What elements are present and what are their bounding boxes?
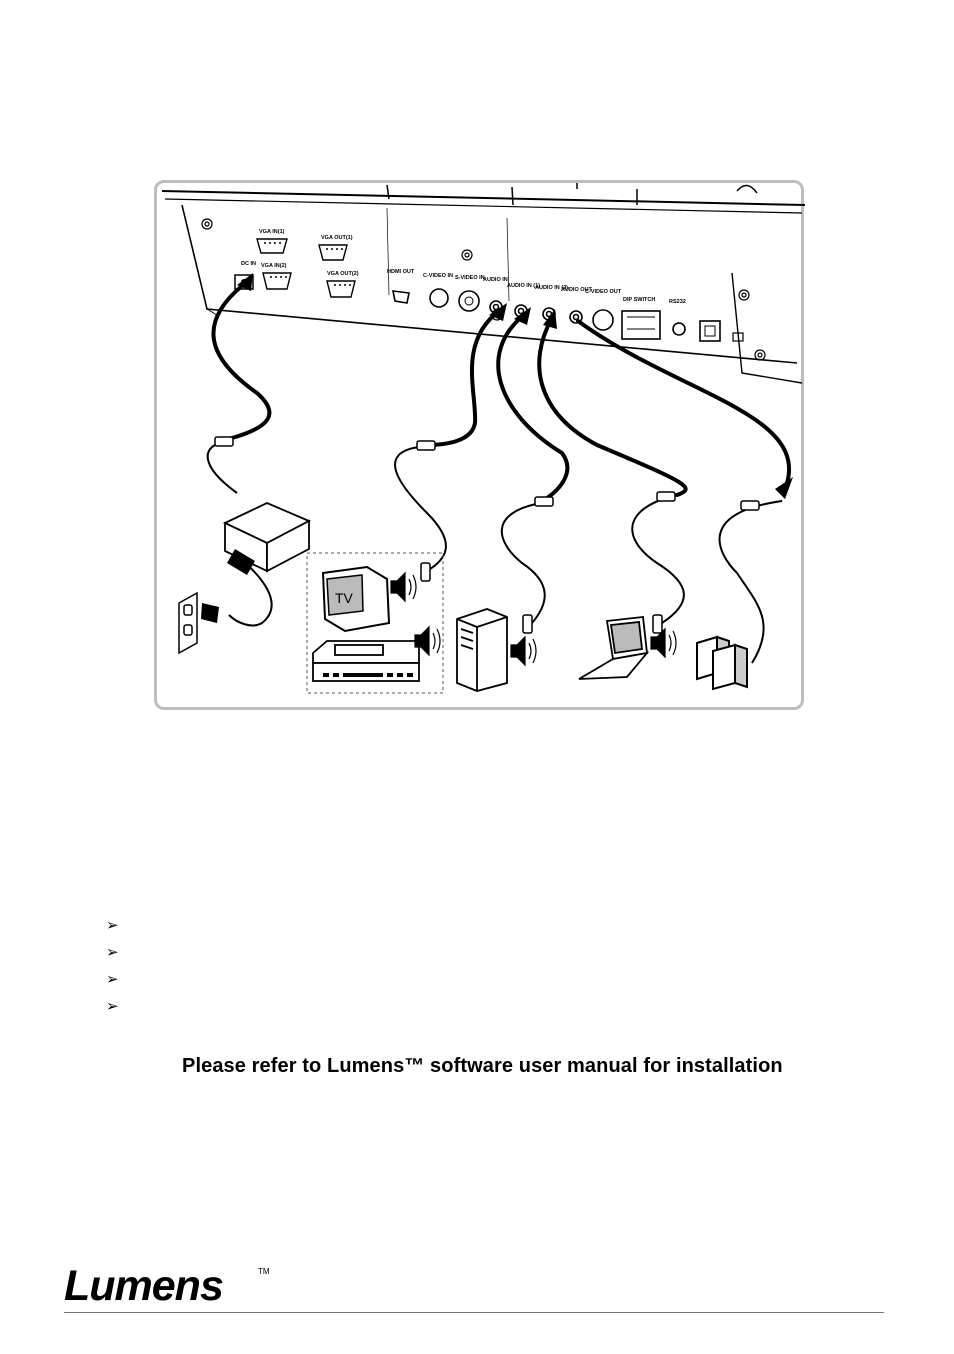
lumens-logo-mark: Lumens TM [64, 1262, 270, 1310]
cable-audio-in-1 [496, 313, 570, 503]
logo-text: Lumens [64, 1262, 223, 1306]
label-hdmi-out: HDMI OUT [387, 269, 415, 275]
label-s-video-in: S-VIDEO IN [455, 275, 485, 281]
cable-audio-in-2 [537, 316, 688, 497]
vcr-icon [312, 640, 420, 682]
cable-audio-in [425, 309, 501, 447]
label-audio-in-2: AUDIO IN (2) [535, 285, 568, 291]
arrowhead-audio-in [489, 303, 507, 321]
laptop-icon [578, 616, 650, 680]
label-vga-in-1: VGA IN(1) [259, 229, 285, 235]
label-c-video-in: C-VIDEO IN [423, 273, 453, 279]
speaker-sound-icon [390, 571, 677, 667]
label-vga-out-2: VGA OUT(2) [327, 271, 359, 277]
arrowhead-audio-in-2 [543, 309, 557, 329]
speakers-icon [696, 635, 748, 691]
label-c-video-out: C-VIDEO OUT [585, 289, 622, 295]
cable-audio-out [576, 319, 791, 485]
lumens-logo: Lumens TM [62, 1262, 282, 1310]
cable-power [211, 283, 272, 440]
label-vga-in-2: VGA IN(2) [261, 263, 287, 269]
arrowhead-dc-in [237, 273, 253, 291]
label-audio-in: AUDIO IN [483, 277, 508, 283]
bullet-marker: ➢ [106, 998, 119, 1015]
desktop-pc-icon [456, 608, 508, 692]
tv-icon: TV [321, 565, 391, 633]
bullet-marker: ➢ [106, 917, 119, 934]
label-rs232: RS232 [669, 299, 686, 305]
tv-label: TV [335, 590, 354, 606]
label-vga-out-1: VGA OUT(1) [321, 235, 353, 241]
bullet-marker: ➢ [106, 944, 119, 961]
logo-trademark: TM [258, 1267, 270, 1276]
connection-diagram-drawing: DC IN VGA IN(1) VGA OUT(1) VGA IN(2) VGA… [161, 183, 806, 694]
arrowhead-audio-in-1 [514, 307, 531, 325]
arrowhead-speakers [775, 477, 793, 499]
connection-diagram: DC IN VGA IN(1) VGA OUT(1) VGA IN(2) VGA… [154, 180, 806, 710]
footer-divider [64, 1312, 884, 1313]
bullet-marker: ➢ [106, 971, 119, 988]
label-audio-out: AUDIO OUT [561, 287, 593, 293]
label-dip-switch: DIP SWITCH [623, 297, 655, 303]
wall-outlet-icon [178, 591, 198, 655]
power-adapter-icon [222, 502, 312, 573]
software-manual-note: Please refer to Lumens™ software user ma… [182, 1055, 783, 1077]
label-audio-in-1: AUDIO IN (1) [507, 283, 540, 289]
label-dc-in: DC IN [241, 261, 256, 267]
